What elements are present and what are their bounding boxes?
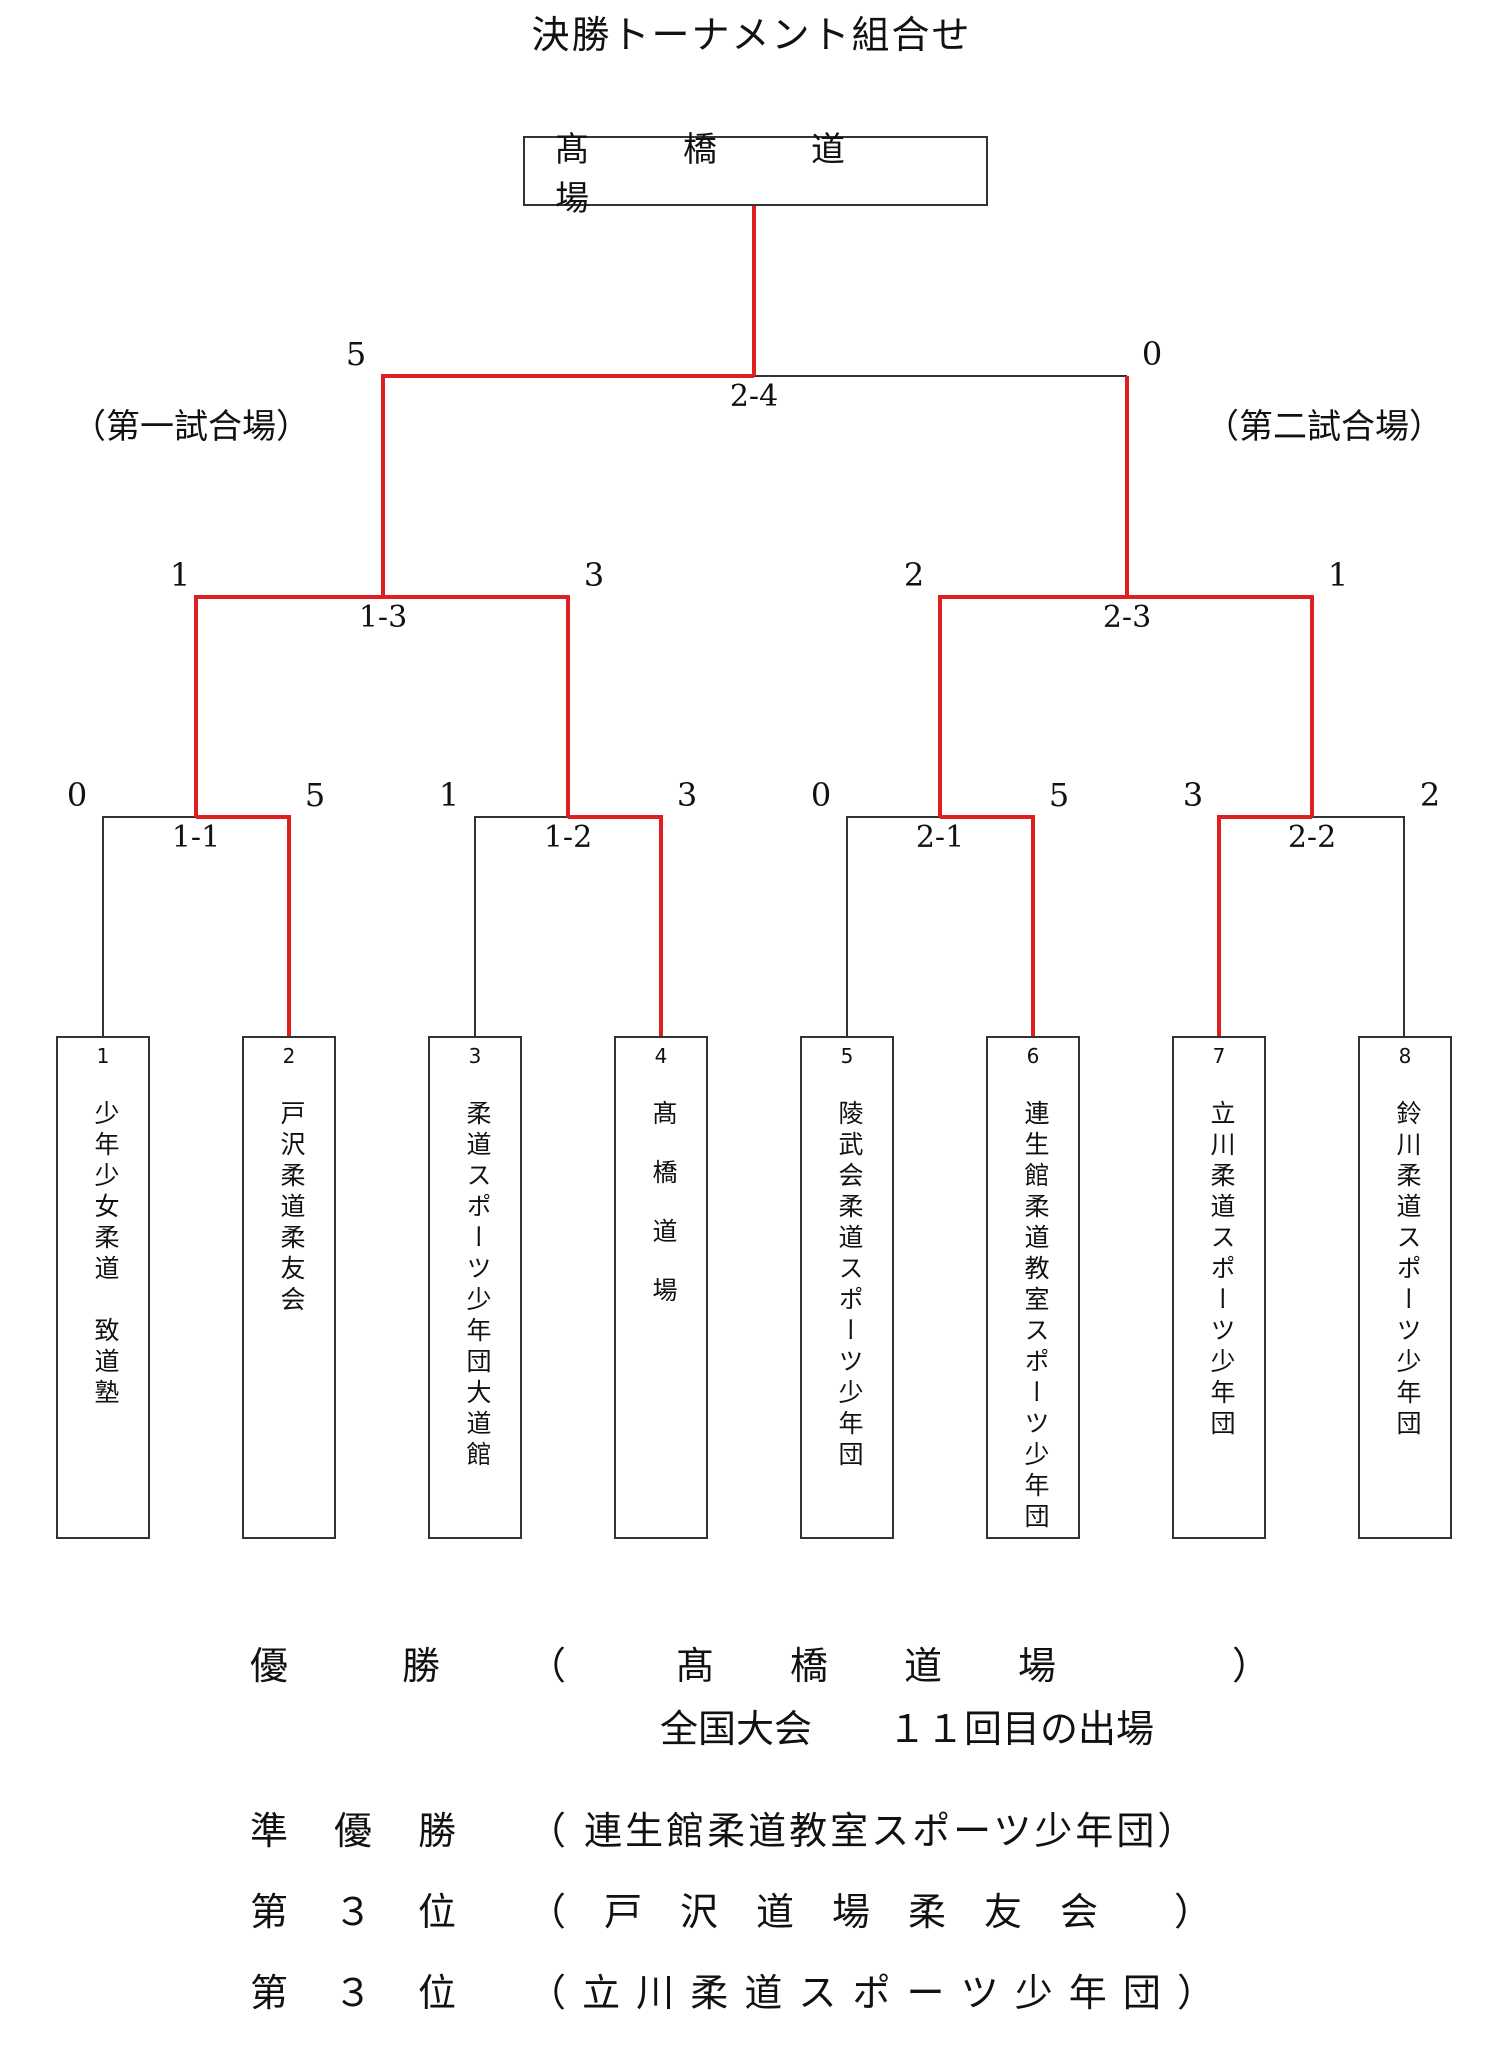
semi1-match-number: 1-3	[358, 600, 408, 635]
winner-label: 優 勝	[250, 1644, 441, 1688]
qf2-right-score: 3	[676, 776, 698, 814]
team-box-8: 8 鈴川柔道スポーツ少年団	[1358, 1036, 1452, 1539]
team-name: 連生館柔道教室スポーツ少年団	[1021, 1100, 1050, 1534]
court-right-label: （第二試合場）	[1205, 407, 1443, 447]
third-place-value-1: （ 戸 沢 道 場 柔 友 会 ）	[528, 1890, 1213, 1934]
team-name: 柔道スポーツ少年団大道館	[463, 1100, 492, 1472]
qf4-right-score: 2	[1419, 776, 1441, 814]
line-team1	[102, 816, 200, 1036]
team-number: 8	[1398, 1044, 1412, 1068]
runner-up-value: （ 連生館柔道教室スポーツ少年団）	[528, 1809, 1199, 1853]
semi2-left-score: 2	[903, 556, 925, 594]
qf1-left-score: 0	[66, 776, 88, 814]
line-team3	[474, 816, 568, 1036]
win-line-qf1	[194, 595, 383, 817]
third-place-label-2: 第 ３ 位	[250, 1971, 461, 2015]
winner-close-paren: ）	[1232, 1644, 1271, 1688]
team-box-2: 2 戸沢柔道柔友会	[242, 1036, 336, 1539]
qf2-match-number: 1-2	[543, 820, 593, 855]
team-box-3: 3 柔道スポーツ少年団大道館	[428, 1036, 522, 1539]
winner-name: 髙 橋 道 場	[676, 1644, 1057, 1688]
team-box-6: 6 連生館柔道教室スポーツ少年団	[986, 1036, 1080, 1539]
semi2-right-score: 1	[1327, 556, 1349, 594]
win-line-team7	[1217, 815, 1312, 1036]
qf4-left-score: 3	[1182, 776, 1204, 814]
win-line-qf2	[383, 595, 570, 817]
team-name: 立川柔道スポーツ少年団	[1207, 1100, 1236, 1441]
win-line-team4	[568, 815, 663, 1036]
bracket-lines	[102, 206, 1405, 1036]
qf4-match-number: 2-2	[1287, 820, 1337, 855]
semi1-right-score: 3	[583, 556, 605, 594]
page-title: 決勝トーナメント組合せ	[531, 13, 972, 57]
team-box-5: 5 陵武会柔道スポーツ少年団	[800, 1036, 894, 1539]
team-number: 5	[840, 1044, 854, 1068]
team-name: 少年少女柔道 致道塾	[91, 1100, 120, 1410]
runner-up-label: 準 優 勝	[250, 1809, 461, 1853]
win-line-team2	[196, 815, 291, 1036]
team-number: 6	[1026, 1044, 1040, 1068]
line-team8	[1312, 816, 1405, 1036]
final-match-number: 2-4	[729, 379, 779, 414]
team-name: 陵武会柔道スポーツ少年団	[835, 1100, 864, 1472]
winner-open-paren: （	[528, 1644, 567, 1688]
qf3-right-score: 5	[1048, 776, 1070, 814]
qf1-right-score: 5	[304, 776, 326, 814]
team-number: 7	[1212, 1044, 1226, 1068]
team-number: 2	[282, 1044, 296, 1068]
line-team5	[846, 816, 940, 1036]
semi2-match-number: 2-3	[1102, 600, 1152, 635]
win-line-sf1	[381, 374, 754, 597]
team-number: 3	[468, 1044, 482, 1068]
qf1-match-number: 1-1	[171, 820, 221, 855]
team-number: 1	[96, 1044, 110, 1068]
team-box-7: 7 立川柔道スポーツ少年団	[1172, 1036, 1266, 1539]
final-right-score: 0	[1141, 335, 1163, 373]
court-left-label: （第一試合場）	[72, 407, 310, 447]
team-box-4: 4 髙橋道場	[614, 1036, 708, 1539]
win-line-team6	[940, 815, 1035, 1036]
team-name: 髙橋道場	[649, 1100, 678, 1336]
winner-note: 全国大会 １１回目の出場	[660, 1707, 1155, 1751]
win-line-qf4	[1127, 595, 1314, 817]
team-name: 鈴川柔道スポーツ少年団	[1393, 1100, 1422, 1441]
team-name: 戸沢柔道柔友会	[277, 1100, 306, 1317]
final-left-score: 5	[345, 335, 367, 373]
semi1-left-score: 1	[169, 556, 191, 594]
qf3-match-number: 2-1	[915, 820, 965, 855]
third-place-label-1: 第 ３ 位	[250, 1890, 461, 1934]
third-place-value-2: （ 立 川 柔 道 ス ポ ー ツ 少 年 団 ）	[528, 1971, 1217, 2015]
team-number: 4	[654, 1044, 668, 1068]
qf3-left-score: 0	[810, 776, 832, 814]
team-box-1: 1 少年少女柔道 致道塾	[56, 1036, 150, 1539]
qf2-left-score: 1	[438, 776, 460, 814]
win-line-qf3	[938, 595, 1127, 817]
